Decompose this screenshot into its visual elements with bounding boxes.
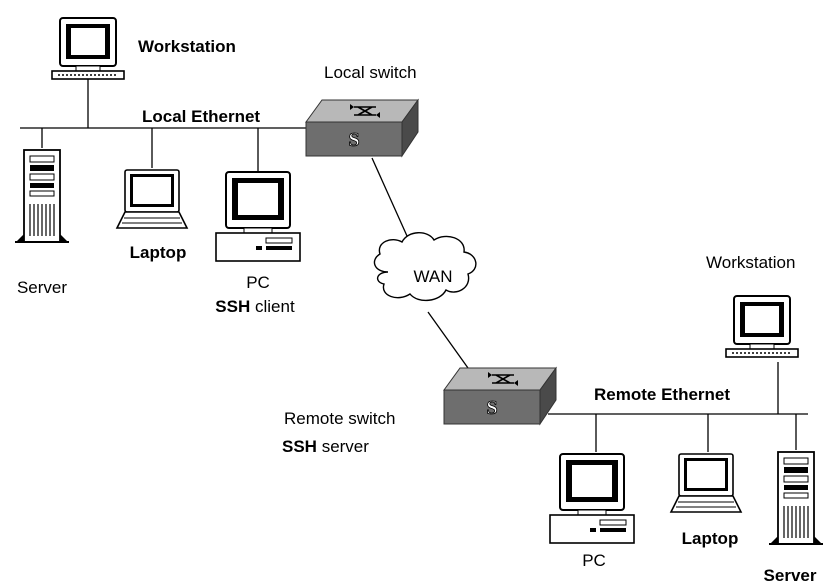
local-switch-glyph: S [348,129,359,151]
local-server-icon [14,149,70,243]
remote-pc-icon [549,453,635,544]
remote-workstation-label: Workstation [706,253,795,272]
remote-workstation-icon [725,295,799,358]
local-workstation-label: Workstation [138,37,236,56]
local-workstation-icon [51,17,125,80]
remote-switch-glyph: S [486,397,497,419]
remote-ethernet-bus [548,362,808,452]
local-pc-label: PC [246,273,270,292]
local-ethernet-label: Local Ethernet [142,107,260,126]
local-switch-icon [305,99,419,157]
wan-to-remote-switch-link [427,311,469,369]
local-server-label: Server [17,278,67,297]
remote-pc-label: PC [582,551,606,570]
remote-switch-label: Remote switch [284,409,395,428]
local-ethernet-bus [20,78,310,172]
remote-laptop-label: Laptop [682,529,739,548]
remote-laptop-icon [670,453,742,513]
local-laptop-icon [116,169,188,229]
wan-label: WAN [413,267,452,286]
remote-server-label: Server [764,566,817,585]
remote-switch-icon [443,367,557,425]
ssh-server-label: SSH server [282,437,369,456]
remote-server-icon [768,451,823,545]
local-pc-icon [215,171,301,262]
wan-cloud-icon [373,232,477,301]
local-switch-label: Local switch [324,63,417,82]
remote-ethernet-label: Remote Ethernet [594,385,730,404]
local-laptop-label: Laptop [130,243,187,262]
ssh-client-label: SSH client [215,297,295,316]
